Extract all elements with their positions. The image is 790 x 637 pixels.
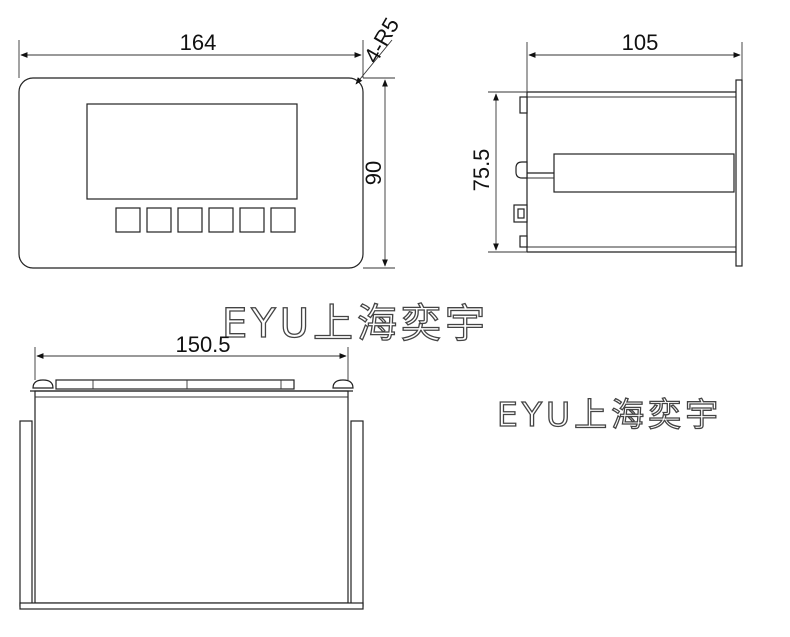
keypad-button-5	[239, 207, 265, 233]
side-top-clip	[519, 96, 528, 114]
keypad-button-4	[208, 207, 234, 233]
side-depth-label: 105	[622, 30, 659, 55]
side-height-label: 75.5	[469, 149, 494, 192]
front-width-label: 164	[180, 30, 217, 55]
front-view: 164 4-R5 90	[18, 13, 404, 269]
side-connector-inner	[517, 208, 525, 219]
keypad-button-6	[270, 207, 296, 233]
bottom-width-label: 150.5	[175, 332, 230, 357]
bottom-top-cap	[55, 379, 295, 390]
watermark-primary: EYU上海奕宇	[222, 301, 489, 347]
side-view: 105 75.5	[469, 30, 743, 267]
side-mount-bracket	[553, 153, 735, 193]
bottom-front-bezel	[19, 602, 364, 610]
side-bottom-clip	[519, 235, 528, 248]
watermark-secondary: EYU上海奕宇	[497, 395, 722, 434]
bottom-view: 150.5	[19, 332, 364, 610]
front-panel-outline	[18, 77, 364, 269]
keypad-button-1	[115, 207, 141, 233]
radius-label: 4-R5	[359, 13, 404, 67]
side-front-bezel	[735, 79, 743, 267]
bottom-screw-left	[32, 379, 54, 389]
bottom-screw-right	[332, 379, 354, 389]
bottom-right-flange	[350, 420, 364, 607]
button-row	[115, 207, 296, 233]
bottom-body-outline	[34, 390, 349, 604]
radius-leader	[355, 39, 393, 85]
side-mid-clip	[515, 161, 528, 179]
display-window	[86, 103, 298, 200]
bottom-left-flange	[19, 420, 33, 607]
keypad-button-3	[177, 207, 203, 233]
front-height-label: 90	[361, 161, 386, 185]
keypad-button-2	[146, 207, 172, 233]
